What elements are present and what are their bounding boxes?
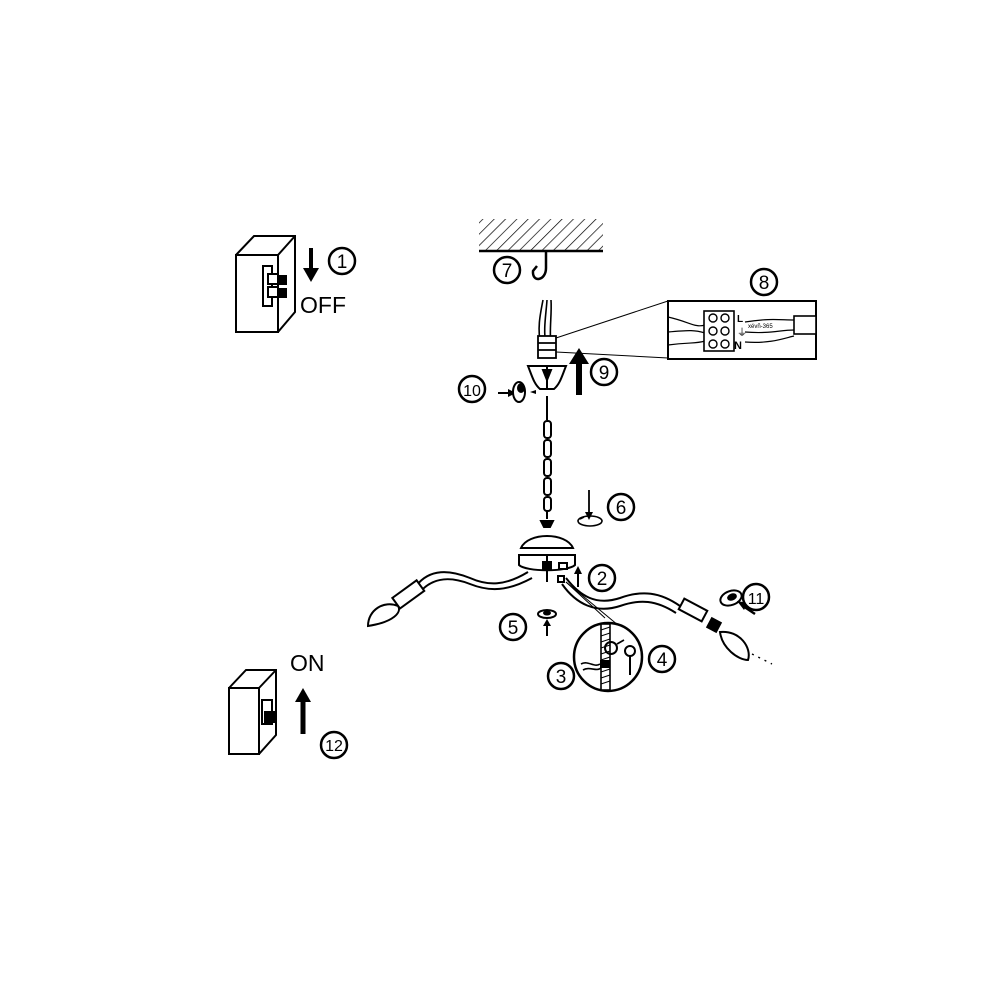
step-badge-4: 4 [647, 644, 677, 674]
finial-screw-icon [512, 381, 526, 403]
left-arm [415, 571, 533, 593]
terminal-detail-box: L ⏚ N xévñ-365 [667, 300, 817, 360]
terminal-neutral-label: N [734, 340, 742, 352]
terminal-live-label: L [737, 314, 743, 325]
step-number-1: 1 [337, 252, 348, 273]
ceiling-hatch [479, 219, 603, 253]
right-arm [561, 577, 681, 614]
ring-hook-icon [624, 645, 636, 675]
step-number-10: 10 [463, 383, 481, 400]
step-badge-6: 6 [606, 492, 636, 522]
terminal-earth-label: ⏚ [737, 327, 747, 339]
bottom-finial-icon [537, 609, 557, 619]
arrow-down-icon [303, 248, 319, 282]
step-badge-9: 9 [589, 357, 619, 387]
arrow-up-icon [295, 688, 311, 734]
step-badge-11: 11 [741, 582, 771, 612]
wall-switch-off-icon [235, 235, 296, 333]
bobeche-ring-icon [719, 589, 743, 607]
step-badge-1: 1 [327, 246, 357, 276]
wall-switch-on-icon [228, 669, 277, 755]
step-badge-3: 3 [546, 661, 576, 691]
step-number-9: 9 [599, 363, 610, 384]
arrow-up-icon [543, 619, 551, 636]
insert-direction-line [751, 653, 773, 665]
arrow-up-icon [569, 348, 589, 395]
screw-tip [530, 390, 536, 394]
step-number-5: 5 [508, 618, 519, 639]
step-badge-5: 5 [498, 612, 528, 642]
step-badge-7: 7 [492, 255, 522, 285]
centre-body [518, 554, 576, 583]
step-number-12: 12 [325, 738, 343, 755]
step-number-6: 6 [616, 498, 627, 519]
wire-detail-circle [572, 621, 644, 693]
centre-cap [519, 535, 575, 549]
ceiling-hook-icon [531, 251, 548, 281]
candle-bulb-icon [705, 616, 750, 662]
arrow-right-icon [498, 389, 516, 397]
step-number-8: 8 [759, 273, 770, 294]
step-number-4: 4 [657, 650, 668, 671]
connector-block [537, 335, 557, 359]
suspension-chain [539, 396, 555, 528]
rotate-ring-icon [577, 515, 603, 527]
step-badge-2: 2 [587, 563, 617, 593]
ceiling-canopy [526, 365, 568, 390]
cable-spec-label: xévñ-365 [748, 324, 773, 330]
left-bulb-holder [390, 578, 426, 610]
step-number-11: 11 [748, 591, 765, 608]
step-badge-8: 8 [749, 267, 779, 297]
arrow-up-icon [574, 566, 582, 587]
switch-on-label: ON [290, 650, 325, 676]
step-number-2: 2 [597, 569, 608, 590]
switch-off-label: OFF [300, 292, 346, 318]
candle-bulb-icon [366, 603, 400, 628]
step-number-7: 7 [502, 261, 513, 282]
step-badge-10: 10 [457, 374, 487, 404]
step-number-3: 3 [556, 667, 567, 688]
detail-zoom-lines [555, 300, 669, 359]
right-bulb-holder [677, 597, 709, 623]
step-badge-12: 12 [319, 730, 349, 760]
